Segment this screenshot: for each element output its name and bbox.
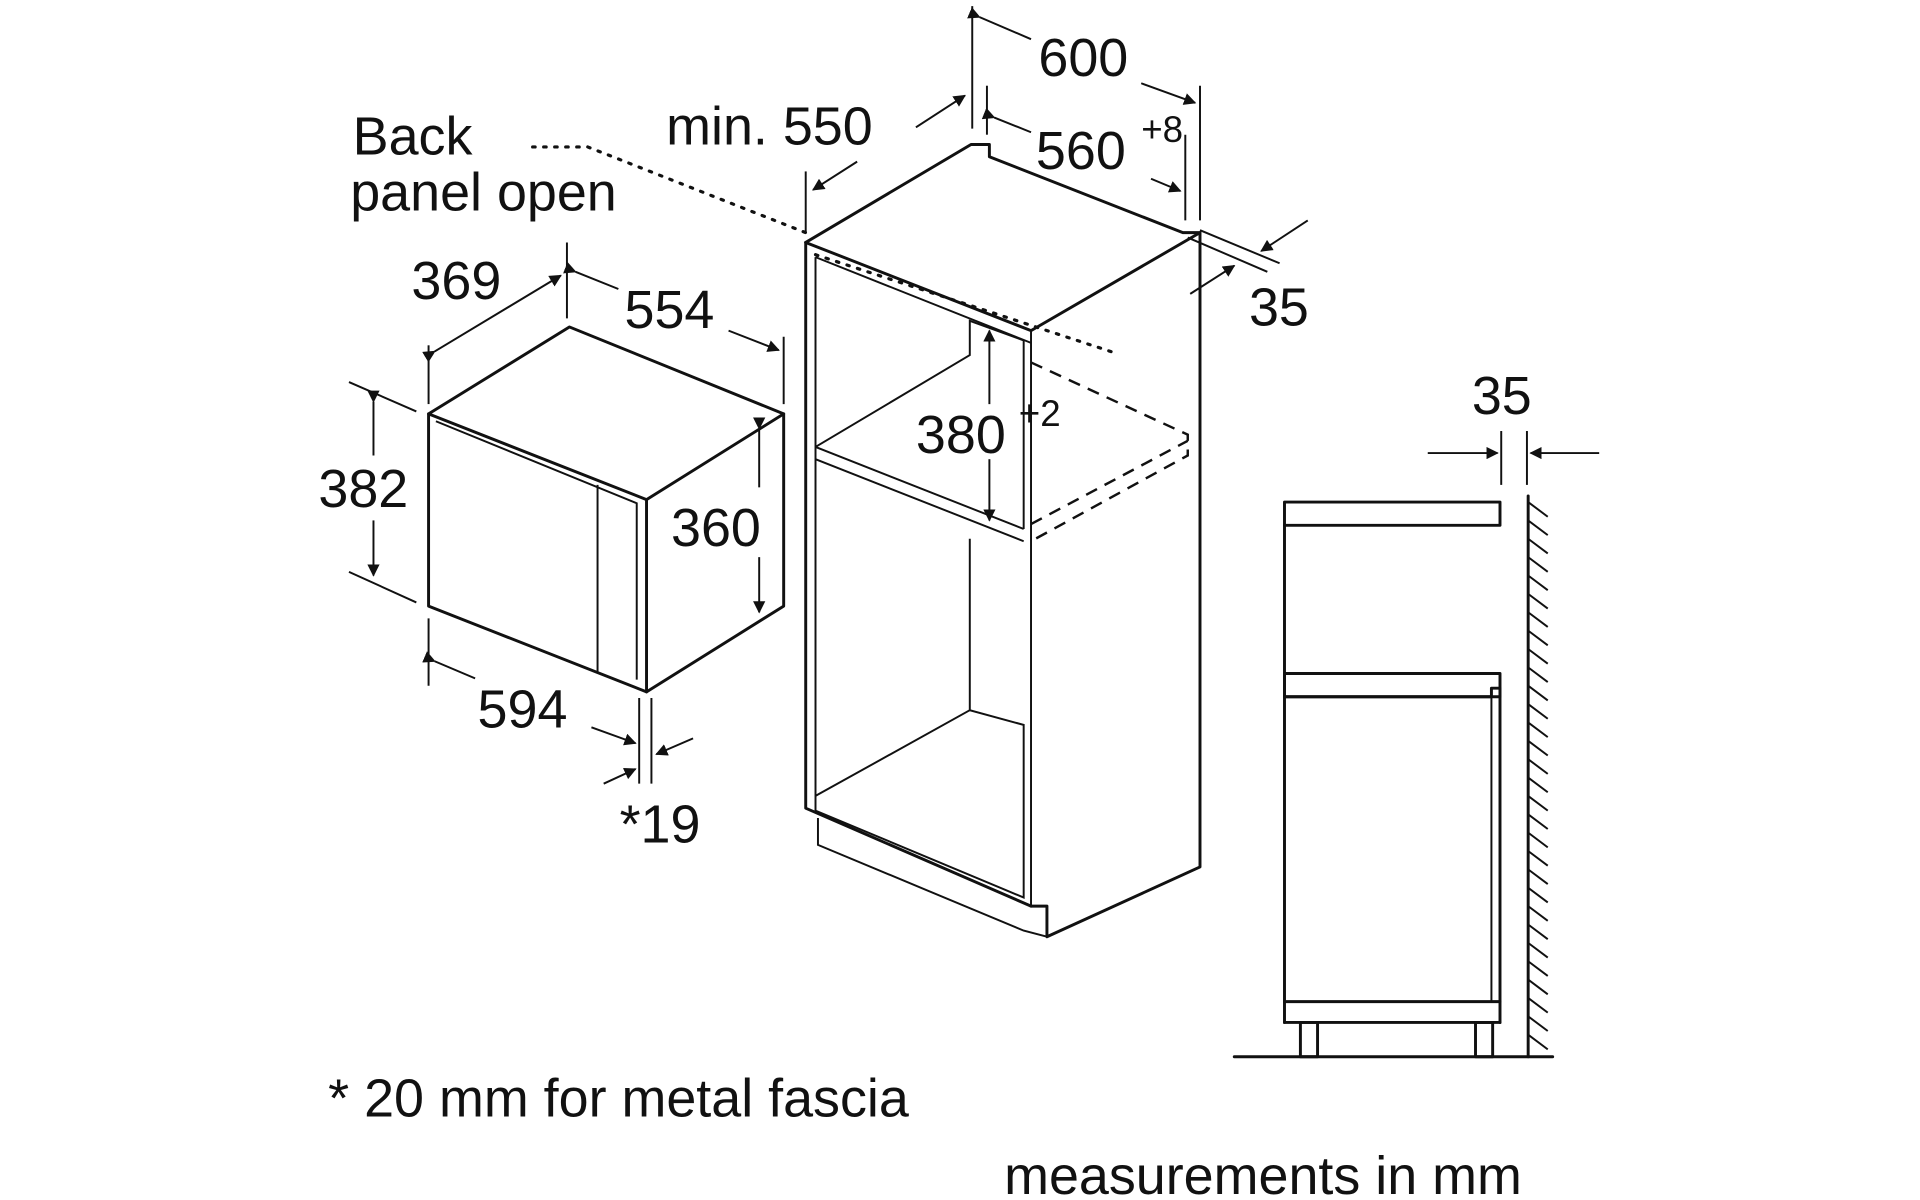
side-view-gap-label: 35 (1472, 366, 1532, 426)
cabinet-dimensions (804, 6, 1309, 522)
cabinet-drawing (531, 143, 1202, 939)
niche-height-label: 380 (916, 405, 1006, 465)
back-panel-label-line1: Back (353, 106, 474, 166)
side-view-drawing (1232, 431, 1600, 1059)
appliance-dimensions (348, 242, 785, 785)
niche-inner-width-label: 560 (1036, 121, 1126, 181)
niche-width-label: 600 (1038, 28, 1128, 88)
niche-height-tolerance: +2 (1019, 393, 1061, 434)
appliance-width-front-label: 594 (478, 679, 568, 739)
appliance-depth-label: 369 (411, 251, 501, 311)
appliance-height-label: 382 (318, 459, 408, 519)
units-note: measurements in mm (1004, 1146, 1522, 1200)
appliance-body-height-label: 360 (671, 498, 761, 558)
niche-inner-width-tolerance: +8 (1141, 109, 1183, 150)
fascia-thickness-label: *19 (620, 794, 701, 854)
back-panel-label-line2: panel open (350, 163, 617, 223)
niche-min-depth-label: min. 550 (666, 96, 873, 156)
footnote: * 20 mm for metal fascia (328, 1069, 909, 1129)
appliance-width-top-label: 554 (624, 280, 714, 340)
side-thickness-label: 35 (1249, 278, 1309, 338)
